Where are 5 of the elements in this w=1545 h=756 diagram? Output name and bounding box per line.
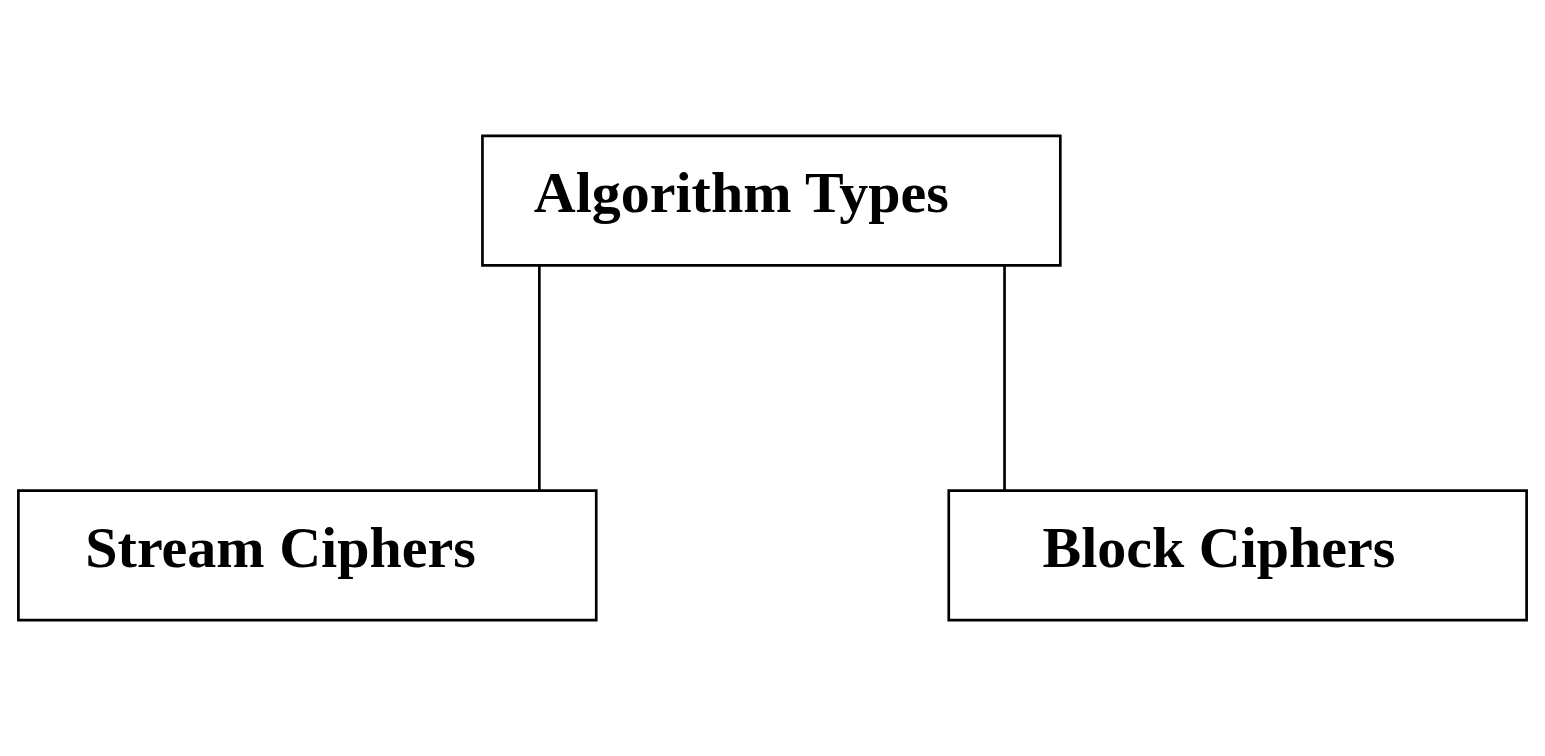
node-box: Stream Ciphers	[17, 489, 598, 622]
connector	[538, 265, 541, 491]
node-box: Block Ciphers	[947, 489, 1528, 622]
connector	[1003, 265, 1006, 491]
node-box: Algorithm Types	[481, 134, 1062, 267]
